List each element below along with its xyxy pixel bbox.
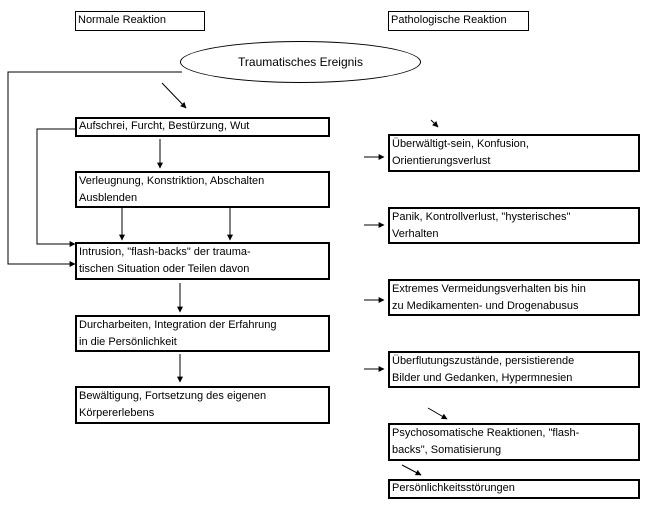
traumatic-event-ellipse: Traumatisches Ereignis	[180, 41, 421, 83]
path-step-personality-disorders: Persönlichkeitsstörungen	[388, 479, 640, 499]
arrow-small-top	[430, 119, 439, 128]
arrow-to-path-5	[427, 407, 448, 420]
arrow-event-to-outcry	[161, 82, 187, 109]
path-step-flooding: Überflutungszustände, persistierende Bil…	[388, 351, 640, 388]
feedback-line-inner	[36, 128, 76, 247]
feedback-line-outer	[7, 71, 182, 267]
path-step-avoidance: Extremes Vermeidungsverhalten bis hin zu…	[388, 279, 640, 316]
header-normal-reaction: Normale Reaktion	[75, 11, 205, 31]
header-pathological-reaction: Pathologische Reaktion	[388, 11, 529, 31]
normal-step-denial: Verleugnung, Konstriktion, Abschalten Au…	[75, 171, 330, 208]
normal-step-outcry: Aufschrei, Furcht, Bestürzung, Wut	[75, 117, 330, 137]
path-step-panic: Panik, Kontrollverlust, "hysterisches" V…	[388, 207, 640, 244]
normal-step-working-through: Durcharbeiten, Integration der Erfahrung…	[75, 315, 330, 352]
normal-step-coping: Bewältigung, Fortsetzung des eigenen Kör…	[75, 386, 330, 424]
path-step-psychosomatic: Psychosomatische Reaktionen, "flash- bac…	[388, 423, 640, 461]
normal-step-intrusion: Intrusion, "flash-backs" der trauma- tis…	[75, 242, 330, 280]
path-step-overwhelmed: Überwältigt-sein, Konfusion, Orientierun…	[388, 134, 640, 172]
arrow-to-path-6	[401, 464, 422, 476]
